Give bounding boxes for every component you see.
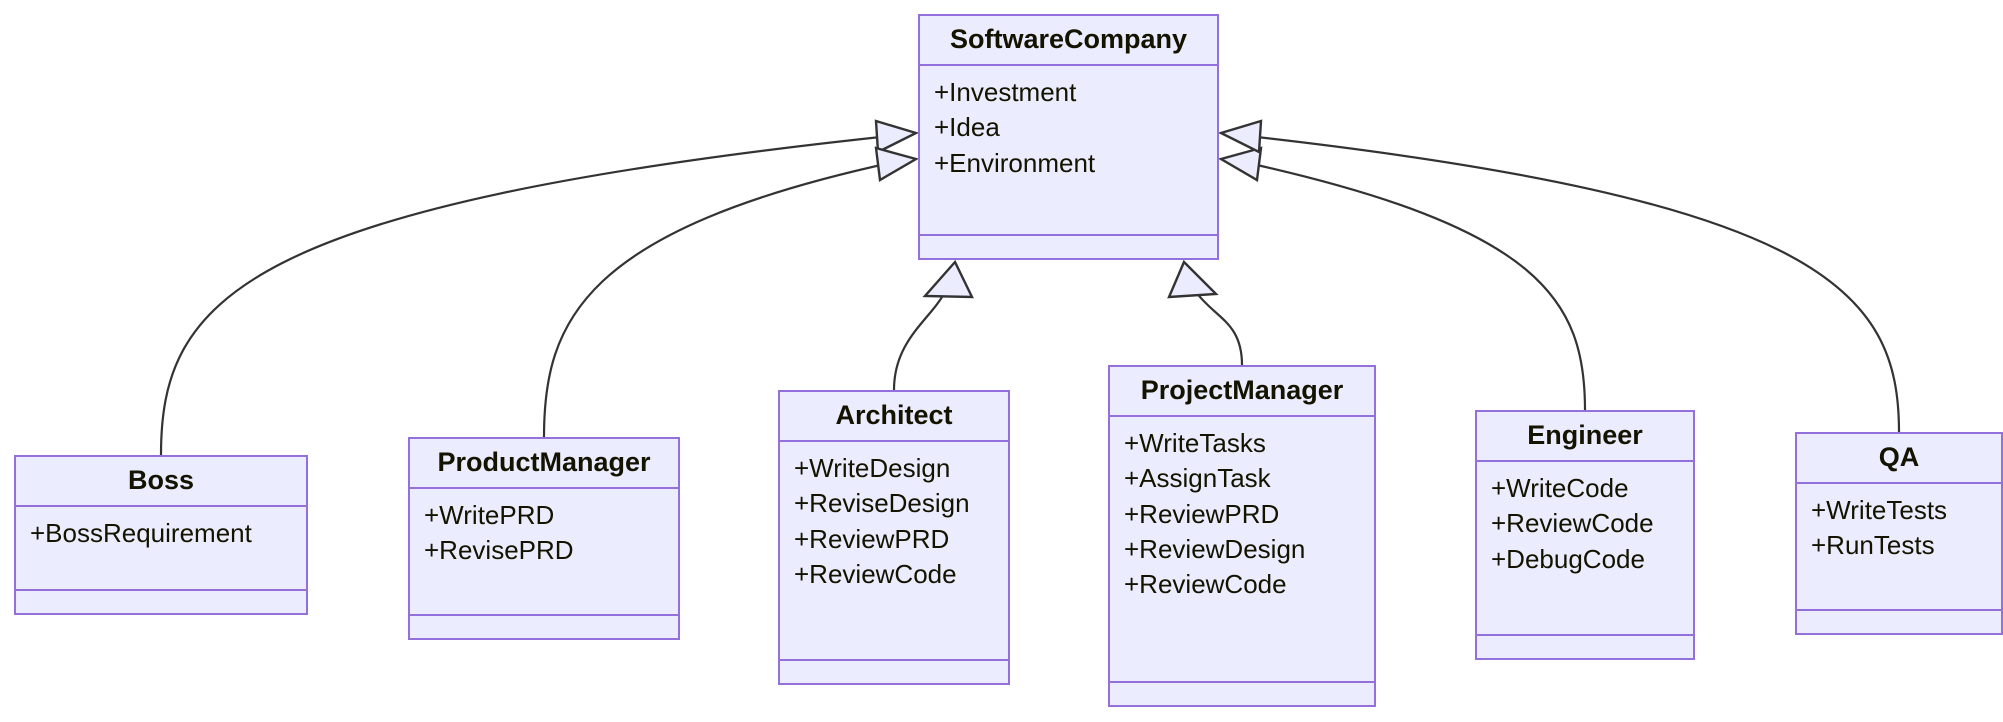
class-node-boss[interactable]: Boss +BossRequirement xyxy=(14,455,308,615)
arrowhead-product-manager-to-company xyxy=(874,146,920,182)
class-methods-engineer xyxy=(1477,636,1693,658)
class-methods-boss xyxy=(16,591,306,613)
class-members-qa: +WriteTests +RunTests xyxy=(1797,484,2001,611)
class-member: +ReviewDesign xyxy=(1124,533,1306,564)
class-methods-qa xyxy=(1797,611,2001,633)
class-member: +WriteDesign xyxy=(794,453,951,484)
class-member: +ReviewCode xyxy=(1491,508,1654,539)
class-methods-architect xyxy=(780,661,1008,683)
class-member: +WriteCode xyxy=(1491,473,1629,504)
class-node-project-manager[interactable]: ProjectManager +WriteTasks +AssignTask +… xyxy=(1108,365,1376,707)
arrowhead-boss-to-company xyxy=(874,119,920,154)
edge-architect-to-company xyxy=(892,291,946,391)
class-member: +ReviewCode xyxy=(794,558,957,589)
class-member: +Investment xyxy=(934,77,1077,108)
class-title-software-company: SoftwareCompany xyxy=(920,16,1217,67)
edge-project-manager-to-company xyxy=(1195,291,1244,366)
class-methods-product-manager xyxy=(410,616,678,638)
class-member: +ReviewCode xyxy=(1124,568,1287,599)
class-members-boss: +BossRequirement xyxy=(16,507,306,591)
class-member: +RunTests xyxy=(1811,530,1935,561)
class-member: +Idea xyxy=(934,112,1000,143)
class-member: +RevisePRD xyxy=(424,535,574,566)
class-node-software-company[interactable]: SoftwareCompany +Investment +Idea +Envir… xyxy=(918,14,1219,260)
class-methods-project-manager xyxy=(1110,683,1374,705)
class-member: +ReviewPRD xyxy=(1124,498,1280,529)
class-members-engineer: +WriteCode +ReviewCode +DebugCode xyxy=(1477,462,1693,636)
class-node-qa[interactable]: QA +WriteTests +RunTests xyxy=(1795,432,2003,635)
class-members-software-company: +Investment +Idea +Environment xyxy=(920,66,1217,236)
class-node-product-manager[interactable]: ProductManager +WritePRD +RevisePRD xyxy=(408,437,680,640)
class-title-project-manager: ProjectManager xyxy=(1110,367,1374,418)
arrowhead-architect-to-company xyxy=(922,259,974,299)
arrowhead-qa-to-company xyxy=(1217,119,1263,154)
class-members-product-manager: +WritePRD +RevisePRD xyxy=(410,489,678,616)
class-title-engineer: Engineer xyxy=(1477,412,1693,463)
class-member: +ReviseDesign xyxy=(794,488,970,519)
class-member: +WritePRD xyxy=(424,500,555,531)
class-member: +BossRequirement xyxy=(30,518,252,549)
class-member: +Environment xyxy=(934,147,1096,178)
class-member: +ReviewPRD xyxy=(794,523,950,554)
class-title-qa: QA xyxy=(1797,434,2001,485)
class-member: +DebugCode xyxy=(1491,543,1645,574)
class-title-architect: Architect xyxy=(780,392,1008,443)
class-member: +WriteTests xyxy=(1811,495,1948,526)
class-member: +WriteTasks xyxy=(1124,428,1266,459)
class-methods-software-company xyxy=(920,236,1217,258)
arrowhead-project-manager-to-company xyxy=(1167,259,1219,299)
class-members-architect: +WriteDesign +ReviseDesign +ReviewPRD +R… xyxy=(780,442,1008,661)
class-title-boss: Boss xyxy=(16,457,306,508)
arrowhead-engineer-to-company xyxy=(1217,146,1263,182)
class-member: +AssignTask xyxy=(1124,463,1271,494)
class-title-product-manager: ProductManager xyxy=(410,439,678,490)
class-node-architect[interactable]: Architect +WriteDesign +ReviseDesign +Re… xyxy=(778,390,1010,685)
class-members-project-manager: +WriteTasks +AssignTask +ReviewPRD +Revi… xyxy=(1110,417,1374,683)
class-node-engineer[interactable]: Engineer +WriteCode +ReviewCode +DebugCo… xyxy=(1475,410,1695,660)
